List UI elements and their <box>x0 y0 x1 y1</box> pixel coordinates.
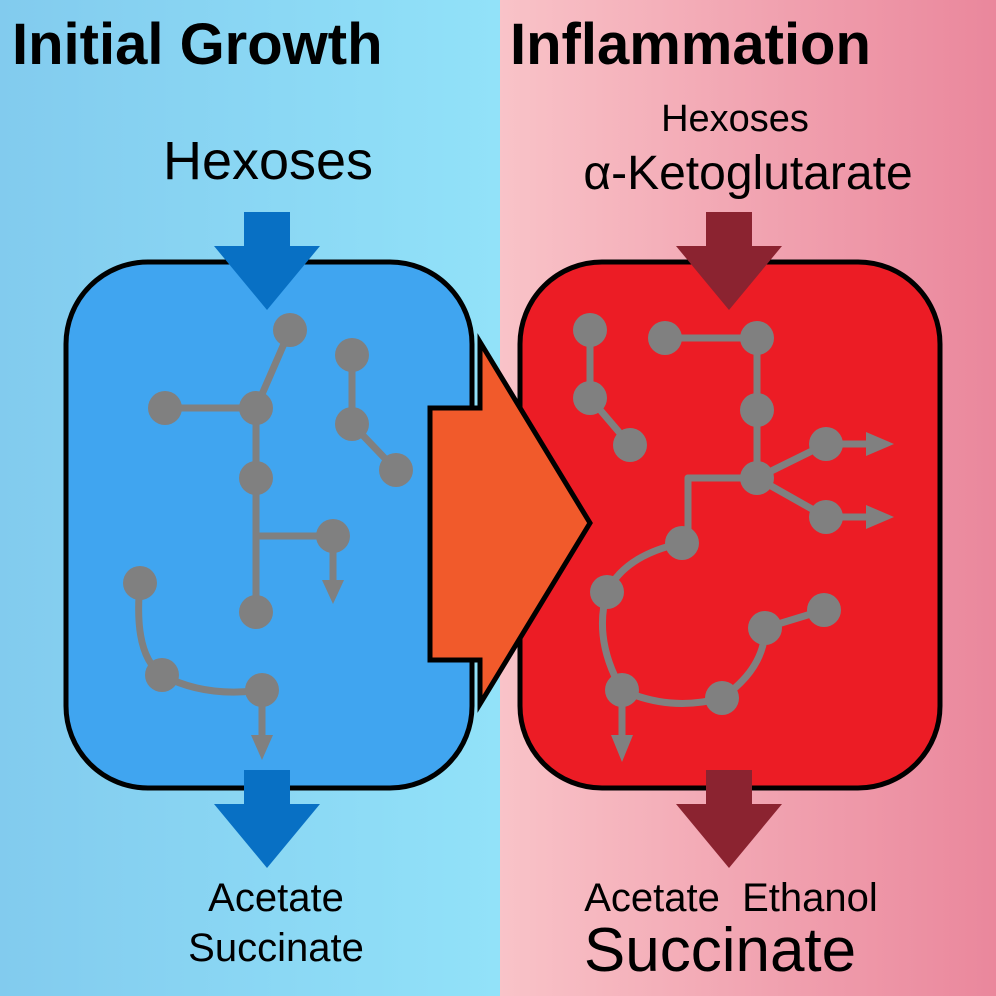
right-pathway-arrowheads <box>611 432 894 762</box>
left-output-label-succinate: Succinate <box>188 926 364 970</box>
left-input-arrow <box>214 212 320 310</box>
right-output-label-acetate-ethanol: Acetate Ethanol <box>584 876 878 920</box>
right-panel-title: Inflammation <box>510 12 871 77</box>
left-output-label-acetate: Acetate <box>208 876 344 920</box>
right-output-label-succinate: Succinate <box>583 916 857 985</box>
right-input-label-hexoses: Hexoses <box>661 98 809 140</box>
left-input-label: Hexoses <box>162 131 374 191</box>
right-input-label-ketoglutarate: α-Ketoglutarate <box>583 147 913 200</box>
left-cell <box>63 259 475 791</box>
left-output-arrow <box>214 770 320 868</box>
right-input-arrow <box>676 212 782 310</box>
left-pathway-arrowheads <box>251 580 344 760</box>
right-output-arrow <box>676 770 782 868</box>
right-metabolite-nodes <box>573 313 843 715</box>
left-metabolite-nodes <box>123 313 413 707</box>
transition-arrow <box>427 333 593 713</box>
left-panel-title: Initial Growth <box>12 12 383 77</box>
